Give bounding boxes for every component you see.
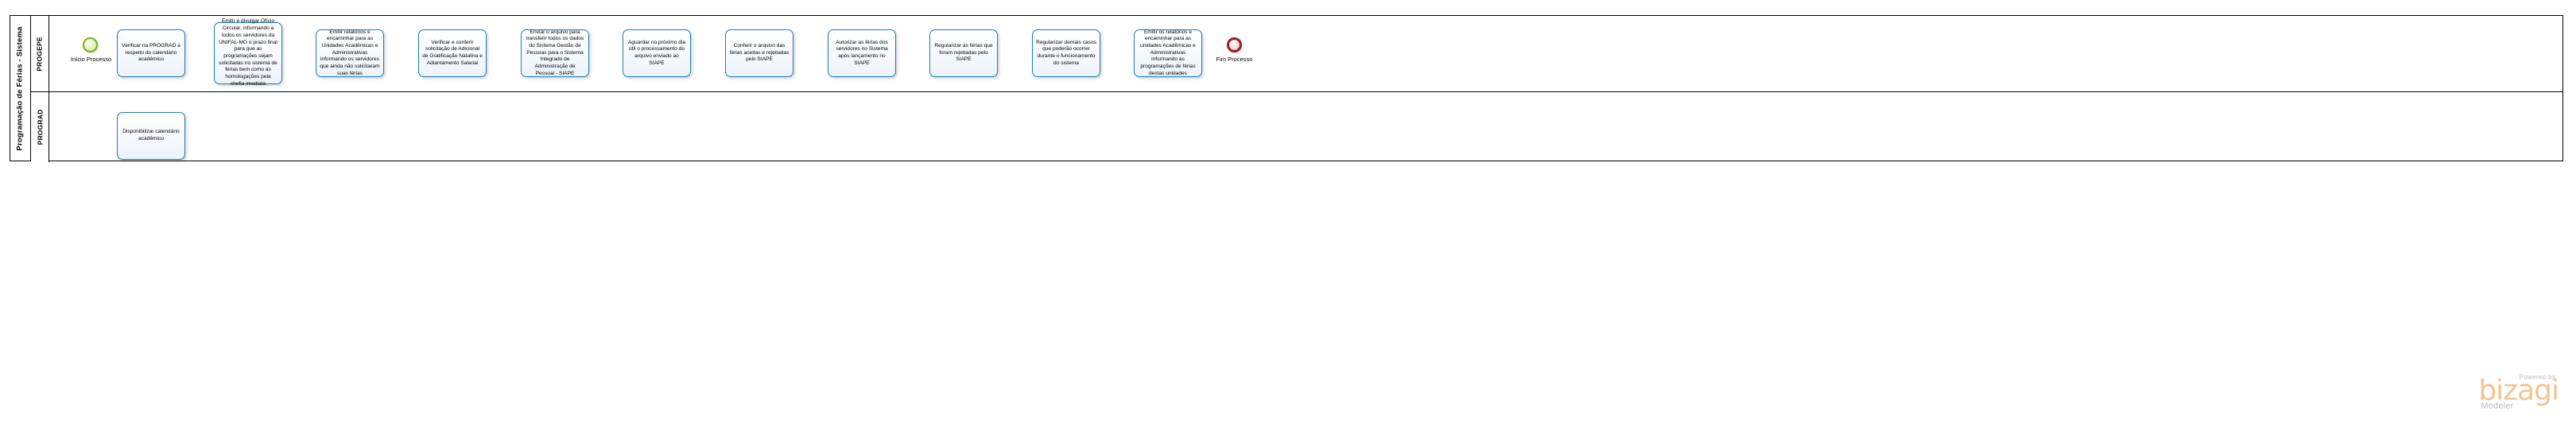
task-label: Conferir o arquivo das férias aceitas e … [729,42,789,63]
start-event[interactable] [83,37,98,52]
task-label: Verificar na PROGRAD a respeito do calen… [122,42,180,63]
task-enviar-arquivo-siape[interactable]: Enviar o arquivo para transferir todos o… [521,29,589,77]
task-regularizar-ferias-rejeitadas[interactable]: Regularizar as férias que foram rejeitad… [929,29,998,77]
lane-progepe: PROGEPE Início Processo Verificar na PRO… [31,16,2562,92]
lane-progepe-body: Início Processo Verificar na PROGRAD a r… [49,16,2562,91]
task-emitir-relatorios-programacoes[interactable]: Emitir os relatórios e encaminhar para a… [1134,29,1202,77]
task-emitir-relatorios-unidades[interactable]: Emitir relatórios e encaminhar para as U… [316,29,384,77]
lane-progepe-title: PROGEPE [31,16,49,91]
task-verificar-gratificacao-natalina[interactable]: Verificar e conferir solicitação de Adic… [418,29,487,77]
lane-prograd: PROGRAD Disponibilizar calendário acadêm… [31,92,2562,162]
lane-progepe-label: PROGEPE [36,36,45,72]
lane-prograd-title: PROGRAD [31,92,49,162]
task-verificar-prograd-calendario[interactable]: Verificar na PROGRAD a respeito do calen… [117,29,185,77]
bizagi-product-label: Modeler [2481,401,2514,411]
lane-prograd-label: PROGRAD [36,109,45,145]
task-label: Disponibilizar calendário acadêmico [122,129,180,141]
pool-programacao-de-ferias: Programação de Férias - Sistema PROGEPE … [10,15,2563,162]
end-event[interactable] [1227,37,1242,52]
powered-by-label: Powered by [2519,374,2555,381]
task-conferir-arquivo-ferias[interactable]: Conferir o arquivo das férias aceitas e … [725,29,793,77]
pool-title-label: Programação de Férias - Sistema [16,25,25,151]
task-disponibilizar-calendario-academico[interactable]: Disponibilizar calendário acadêmico [117,112,185,160]
pool-title: Programação de Férias - Sistema [10,16,31,161]
lane-prograd-body: Disponibilizar calendário acadêmico [49,92,2562,162]
task-autorizar-ferias-servidores[interactable]: Autorizar as férias dos servidores no Si… [828,29,896,77]
task-emitir-divulgar-oficio-circular[interactable]: Emitir e divulgar Ofício Circular, infor… [214,18,282,87]
bizagi-watermark: Powered by bizagi Modeler [2478,374,2559,411]
end-event-label: Fim Processo [1216,56,1253,63]
task-aguardar-processamento-arquivo[interactable]: Aguardar no próximo dia útil o processam… [623,29,691,77]
task-label: Emitir e divulgar Ofício Circular, infor… [219,18,277,87]
task-label: Aguardar no próximo dia útil o processam… [627,39,686,66]
task-label: Autorizar as férias dos servidores no Si… [836,39,888,66]
task-regularizar-demais-casos[interactable]: Regularizar demais casos que poderão oco… [1032,29,1100,77]
task-label: Emitir os relatórios e encaminhar para a… [1140,29,1196,76]
task-label: Verificar e conferir solicitação de Adic… [422,39,483,66]
start-event-label: Início Processo [70,56,112,63]
bizagi-brand-label: bizagi [2478,374,2559,408]
task-label: Regularizar as férias que foram rejeitad… [934,42,993,63]
task-label: Regularizar demais casos que poderão oco… [1036,39,1096,66]
task-label: Emitir relatórios e encaminhar para as U… [320,29,380,76]
task-label: Enviar o arquivo para transferir todos o… [526,29,584,76]
lane-container: PROGEPE Início Processo Verificar na PRO… [31,16,2562,162]
